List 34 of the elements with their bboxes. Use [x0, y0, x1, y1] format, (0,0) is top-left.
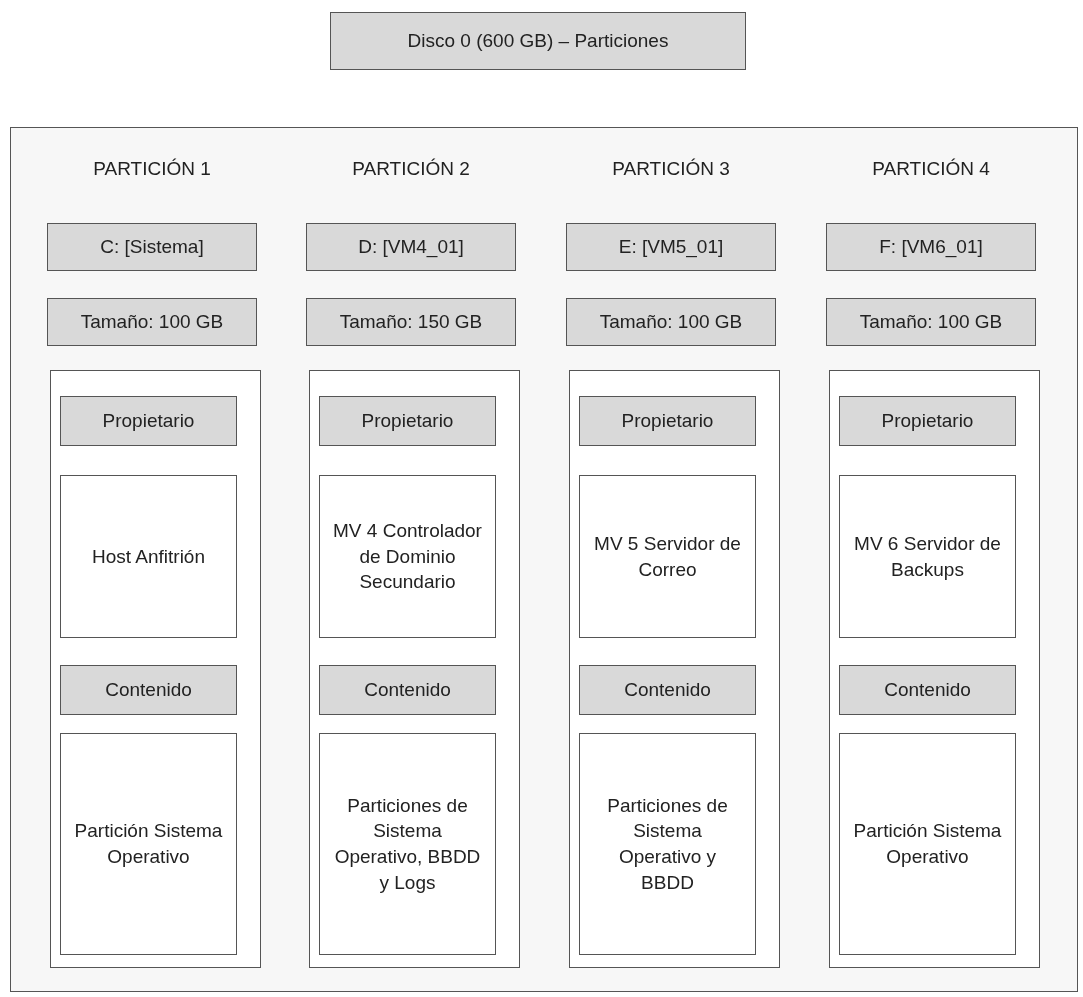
- section-header-box: Propietario: [319, 396, 496, 446]
- content-box: Particiones de Sistema Operativo y BBDD: [579, 733, 756, 955]
- section-header-box: Contenido: [60, 665, 237, 715]
- section-header-box: Contenido: [579, 665, 756, 715]
- partition-heading: PARTICIÓN 3: [612, 158, 730, 180]
- content-box: Partición Sistema Operativo: [839, 733, 1016, 955]
- section-header-box: Propietario: [60, 396, 237, 446]
- partition-heading: PARTICIÓN 1: [93, 158, 211, 180]
- partition-heading: PARTICIÓN 4: [872, 158, 990, 180]
- drive-letter-box: D: [VM4_01]: [306, 223, 516, 271]
- partition-heading: PARTICIÓN 2: [352, 158, 470, 180]
- drive-letter-box: C: [Sistema]: [47, 223, 257, 271]
- disk-panel: [10, 127, 1078, 992]
- drive-letter-box: F: [VM6_01]: [826, 223, 1036, 271]
- section-header-box: Propietario: [839, 396, 1016, 446]
- partition-column: [569, 370, 780, 968]
- content-box: Particiones de Sistema Operativo, BBDD y Logs: [319, 733, 496, 955]
- size-box: Tamaño: 100 GB: [566, 298, 776, 346]
- owner-box: MV 4 Controlador de Dominio Secundario: [319, 475, 496, 638]
- partition-column: [829, 370, 1040, 968]
- content-box: Partición Sistema Operativo: [60, 733, 237, 955]
- size-box: Tamaño: 100 GB: [47, 298, 257, 346]
- section-header-box: Contenido: [839, 665, 1016, 715]
- drive-letter-box: E: [VM5_01]: [566, 223, 776, 271]
- size-box: Tamaño: 100 GB: [826, 298, 1036, 346]
- section-header-box: Contenido: [319, 665, 496, 715]
- owner-box: Host Anfitrión: [60, 475, 237, 638]
- partition-column: [50, 370, 261, 968]
- partition-column: [309, 370, 520, 968]
- section-header-box: Propietario: [579, 396, 756, 446]
- owner-box: MV 6 Servidor de Backups: [839, 475, 1016, 638]
- owner-box: MV 5 Servidor de Correo: [579, 475, 756, 638]
- size-box: Tamaño: 150 GB: [306, 298, 516, 346]
- title-box: Disco 0 (600 GB) – Particiones: [330, 12, 746, 70]
